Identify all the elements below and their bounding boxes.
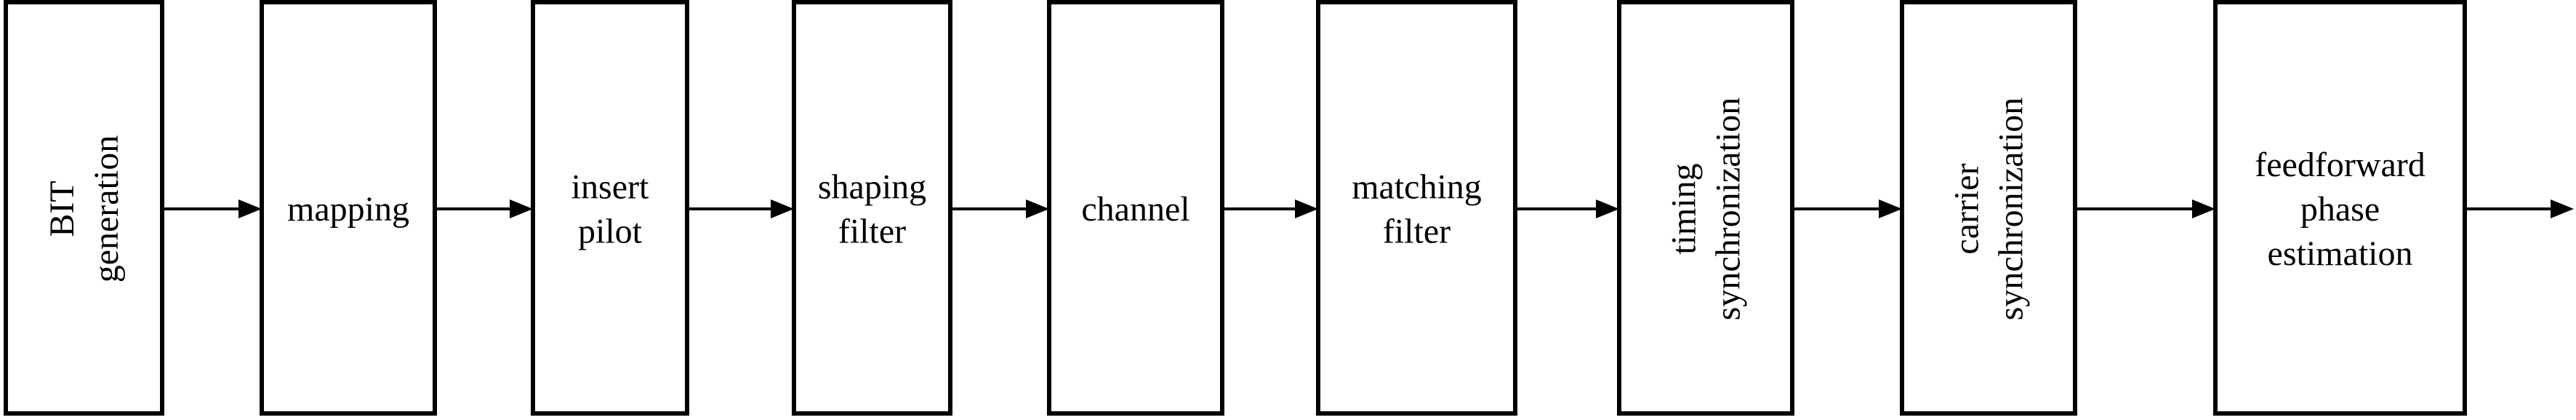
arrow-mapping-to-insert-pilot xyxy=(435,199,533,218)
block-shaping-filter-box xyxy=(792,0,952,416)
block-shaping-filter-label-line: shaping xyxy=(818,167,926,206)
arrow-feedforward-phase-estimation-to-output xyxy=(2465,199,2574,218)
arrow-head xyxy=(2192,199,2215,218)
block-shaping-filter: shaping filter xyxy=(792,0,952,416)
block-mapping-label-line: mapping xyxy=(287,190,409,229)
arrow-head xyxy=(771,199,794,218)
arrow-timing-synchronization-to-carrier-synchronization xyxy=(1792,199,1902,218)
block-channel-label-line: channel xyxy=(1081,190,1189,229)
arrow-head xyxy=(1295,199,1318,218)
block-channel: channel xyxy=(1047,0,1224,416)
block-feedforward-phase-estimation-label-line: estimation xyxy=(2268,234,2413,273)
block-feedforward-phase-estimation-label-line: feedforward xyxy=(2255,146,2425,184)
block-carrier-synchronization-box xyxy=(1900,0,2077,416)
block-matching-filter-label-line: matching xyxy=(1352,167,1482,206)
block-feedforward-phase-estimation: feedforward phase estimation xyxy=(2213,0,2467,416)
block-bit-generation-label-line: generation xyxy=(87,135,126,283)
block-insert-pilot-label-line: pilot xyxy=(578,212,643,250)
block-matching-filter: matching filter xyxy=(1316,0,1517,416)
block-timing-synchronization-box xyxy=(1617,0,1794,416)
arrow-head xyxy=(1026,199,1049,218)
block-mapping: mapping xyxy=(260,0,437,416)
block-timing-synchronization-label-line: timing xyxy=(1664,163,1703,254)
block-mapping-box xyxy=(260,0,437,416)
block-feedforward-phase-estimation-box xyxy=(2213,0,2467,416)
block-insert-pilot-label: insert pilot xyxy=(571,167,649,250)
arrow-bit-generation-to-mapping xyxy=(162,199,262,218)
block-insert-pilot: insert pilot xyxy=(531,0,689,416)
block-carrier-synchronization-label-line: synchronization xyxy=(1991,98,2030,321)
arrow-channel-to-matching-filter xyxy=(1222,199,1318,218)
block-insert-pilot-box xyxy=(531,0,689,416)
block-bit-generation-label-line: BIT xyxy=(43,181,81,237)
arrow-head xyxy=(238,199,262,218)
arrow-insert-pilot-to-shaping-filter xyxy=(687,199,794,218)
block-feedforward-phase-estimation-label-line: phase xyxy=(2300,190,2380,229)
block-insert-pilot-label-line: insert xyxy=(571,167,649,206)
arrow-head xyxy=(1596,199,1619,218)
block-channel-box xyxy=(1047,0,1224,416)
arrow-head xyxy=(2551,199,2574,218)
connections xyxy=(162,199,2574,218)
arrow-head xyxy=(510,199,533,218)
block-shaping-filter-label-line: filter xyxy=(838,212,906,250)
block-matching-filter-box xyxy=(1316,0,1517,416)
block-bit-generation-box xyxy=(4,0,164,416)
block-mapping-label: mapping xyxy=(287,190,409,229)
block-carrier-synchronization-label-line: carrier xyxy=(1947,163,1986,254)
block-channel-label: channel xyxy=(1081,190,1189,229)
block-matching-filter-label: matching filter xyxy=(1352,167,1482,250)
block-shaping-filter-label: shaping filter xyxy=(818,167,926,250)
arrow-shaping-filter-to-channel xyxy=(950,199,1049,218)
arrow-head xyxy=(1879,199,1902,218)
arrow-carrier-synchronization-to-feedforward-phase-estimation xyxy=(2075,199,2215,218)
block-matching-filter-label-line: filter xyxy=(1383,212,1450,250)
arrow-matching-filter-to-timing-synchronization xyxy=(1515,199,1619,218)
block-timing-synchronization-label-line: synchronization xyxy=(1709,98,1747,321)
block-feedforward-phase-estimation-label: feedforward phase estimation xyxy=(2255,146,2425,273)
